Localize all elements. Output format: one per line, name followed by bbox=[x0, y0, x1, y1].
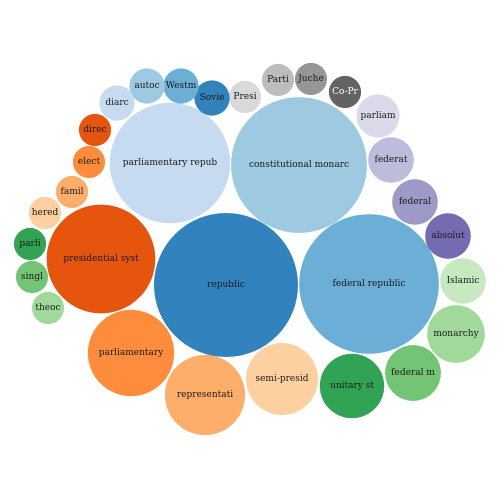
bubble-westm bbox=[163, 68, 199, 104]
bubble-label-representati: representati bbox=[177, 390, 233, 400]
bubble-label-direc: direc bbox=[83, 125, 106, 135]
bubble-monarchy bbox=[427, 305, 485, 363]
bubble-label-diarc: diarc bbox=[105, 98, 128, 108]
bubble-co-pr bbox=[328, 75, 362, 109]
bubble-direc bbox=[78, 113, 112, 147]
bubble-label-sovie: Sovie bbox=[200, 93, 225, 103]
bubble-federat bbox=[368, 137, 414, 183]
bubble-label-presi: Presi bbox=[233, 92, 256, 102]
bubble-label-autoc: autoc bbox=[134, 81, 159, 91]
bubble-label-unitary-st: unitary st bbox=[330, 381, 374, 391]
bubble-parliam bbox=[356, 94, 400, 138]
bubble-label-presidential-syst: presidential syst bbox=[63, 254, 139, 264]
bubble-label-republic: republic bbox=[207, 280, 245, 290]
bubble-parliamentary-repub bbox=[109, 102, 231, 224]
bubble-label-federat: federat bbox=[374, 155, 407, 165]
bubble-absolut bbox=[425, 213, 471, 259]
bubble-label-westm: Westm bbox=[166, 81, 197, 91]
bubble-republic bbox=[154, 213, 298, 357]
bubble-theoc bbox=[31, 291, 65, 325]
bubble-label-juche: Juche bbox=[297, 74, 324, 84]
bubble-label-federal-republic: federal republic bbox=[333, 279, 406, 289]
bubble-label-parliamentary: parliamentary bbox=[99, 348, 164, 358]
bubble-label-constitutional-monarc: constitutional monarc bbox=[249, 160, 349, 170]
bubble-singl bbox=[15, 260, 49, 294]
bubble-juche bbox=[294, 62, 328, 96]
bubble-elect bbox=[72, 145, 106, 179]
bubble-representati bbox=[164, 354, 246, 436]
bubble-diarc bbox=[99, 85, 135, 121]
bubble-unitary-st bbox=[319, 353, 385, 419]
bubble-label-famil: famil bbox=[61, 187, 84, 197]
bubble-label-elect: elect bbox=[78, 157, 101, 167]
bubble-parti bbox=[261, 63, 295, 97]
bubble-semi-presid bbox=[246, 343, 318, 415]
bubble-presidential-syst bbox=[46, 204, 156, 314]
bubble-label-theoc: theoc bbox=[35, 303, 60, 313]
bubble-label-co-pr: Co-Pr bbox=[332, 87, 358, 97]
bubble-label-singl: singl bbox=[21, 272, 43, 282]
bubble-autoc bbox=[129, 68, 165, 104]
bubble-label-semi-presid: semi-presid bbox=[255, 374, 308, 384]
bubble-hered bbox=[28, 196, 62, 230]
bubble-label-absolut: absolut bbox=[431, 231, 465, 241]
bubble-parliamentary bbox=[87, 309, 175, 397]
bubble-label-federal: federal bbox=[399, 197, 431, 207]
bubble-label-federal-m: federal m bbox=[391, 368, 435, 378]
bubble-federal-republic bbox=[299, 214, 439, 354]
bubble-label-islamic: Islamic bbox=[447, 276, 480, 286]
bubble-label-monarchy: monarchy bbox=[433, 329, 479, 339]
bubble-famil bbox=[55, 175, 89, 209]
bubble-label-parliam: parliam bbox=[360, 111, 396, 121]
bubble-label-parli: parli bbox=[19, 239, 40, 249]
bubble-sovie bbox=[194, 80, 230, 116]
bubble-label-hered: hered bbox=[32, 208, 59, 218]
bubble-islamic bbox=[440, 258, 486, 304]
bubble-federal-m bbox=[385, 345, 441, 401]
bubble-label-parti: Parti bbox=[267, 75, 289, 85]
bubble-constitutional-monarc bbox=[231, 97, 367, 233]
bubbles-group: republic constitutional monarc parliamenta… bbox=[13, 62, 486, 436]
bubble-federal bbox=[392, 179, 438, 225]
bubble-parli bbox=[13, 227, 47, 261]
bubble-label-parliamentary-repub: parliamentary repub bbox=[123, 158, 218, 168]
bubble-presi bbox=[228, 80, 262, 114]
